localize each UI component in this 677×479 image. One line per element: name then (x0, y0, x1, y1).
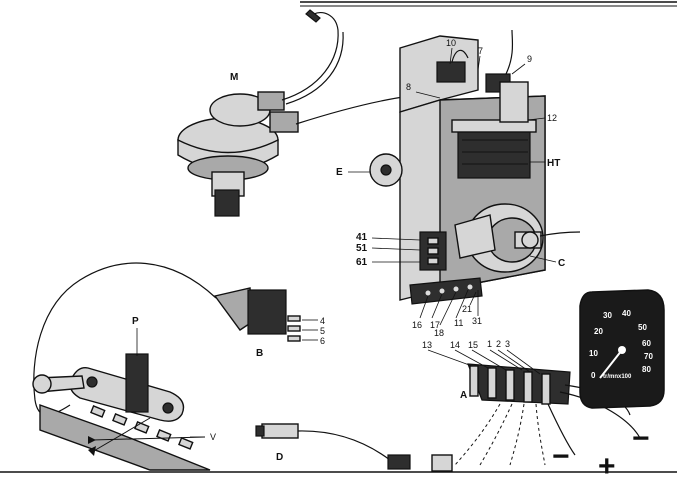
tacho-tick-70: 70 (644, 352, 653, 361)
label-41: 41 (356, 232, 368, 243)
tacho-tick-10: 10 (589, 349, 598, 358)
label-31: 31 (472, 316, 482, 326)
label-18: 18 (434, 328, 444, 338)
sensor-p (32, 353, 211, 471)
label-10: 10 (446, 38, 456, 48)
label-16: 16 (412, 320, 422, 330)
label-11: 11 (454, 318, 463, 328)
label-c: C (558, 258, 565, 269)
label-a: A (460, 390, 467, 401)
label-13: 13 (422, 340, 432, 350)
tacho-tick-50: 50 (638, 323, 647, 332)
label-minus-right: − (632, 422, 650, 455)
tacho-tick-20: 20 (594, 327, 603, 336)
label-e: E (336, 167, 343, 178)
tacho-unit: tr/mnx100 (603, 374, 632, 380)
label-8: 8 (406, 82, 411, 92)
tacho-hub (618, 346, 626, 354)
label-6: 6 (320, 336, 325, 346)
label-ht: HT (547, 158, 560, 169)
label-p: P (132, 316, 139, 327)
label-17: 17 (430, 320, 440, 330)
label-5: 5 (320, 326, 325, 336)
connector-a (454, 363, 641, 466)
label-4: 4 (320, 316, 325, 326)
label-61: 61 (356, 257, 368, 268)
label-3: 3 (505, 339, 510, 349)
label-9: 9 (527, 54, 532, 64)
tacho-tick-0: 0 (591, 371, 596, 380)
tachometer[interactable]: 0 10 20 30 40 50 60 70 80 tr/mnx100 (579, 289, 665, 409)
label-plus: + (598, 450, 616, 479)
label-v: V (210, 432, 216, 442)
label-d: D (276, 452, 283, 463)
tacho-tick-40: 40 (622, 309, 631, 318)
tacho-tick-80: 80 (642, 365, 651, 374)
label-12: 12 (547, 113, 557, 123)
label-2: 2 (496, 339, 501, 349)
label-21: 21 (462, 304, 472, 314)
leader-lines (136, 47, 557, 438)
vacuum-unit-c (454, 203, 581, 273)
label-14: 14 (450, 340, 460, 350)
label-15: 15 (468, 340, 478, 350)
label-7: 7 (478, 46, 483, 56)
sensor-d (255, 423, 453, 472)
sensor-m (177, 9, 471, 217)
label-m: M (230, 72, 238, 83)
label-1: 1 (487, 339, 492, 349)
label-minus-left: − (552, 440, 570, 473)
tacho-tick-60: 60 (642, 339, 651, 348)
tacho-needle (599, 349, 623, 379)
tacho-tick-30: 30 (603, 311, 612, 320)
label-51: 51 (356, 243, 368, 254)
label-b: B (256, 348, 263, 359)
